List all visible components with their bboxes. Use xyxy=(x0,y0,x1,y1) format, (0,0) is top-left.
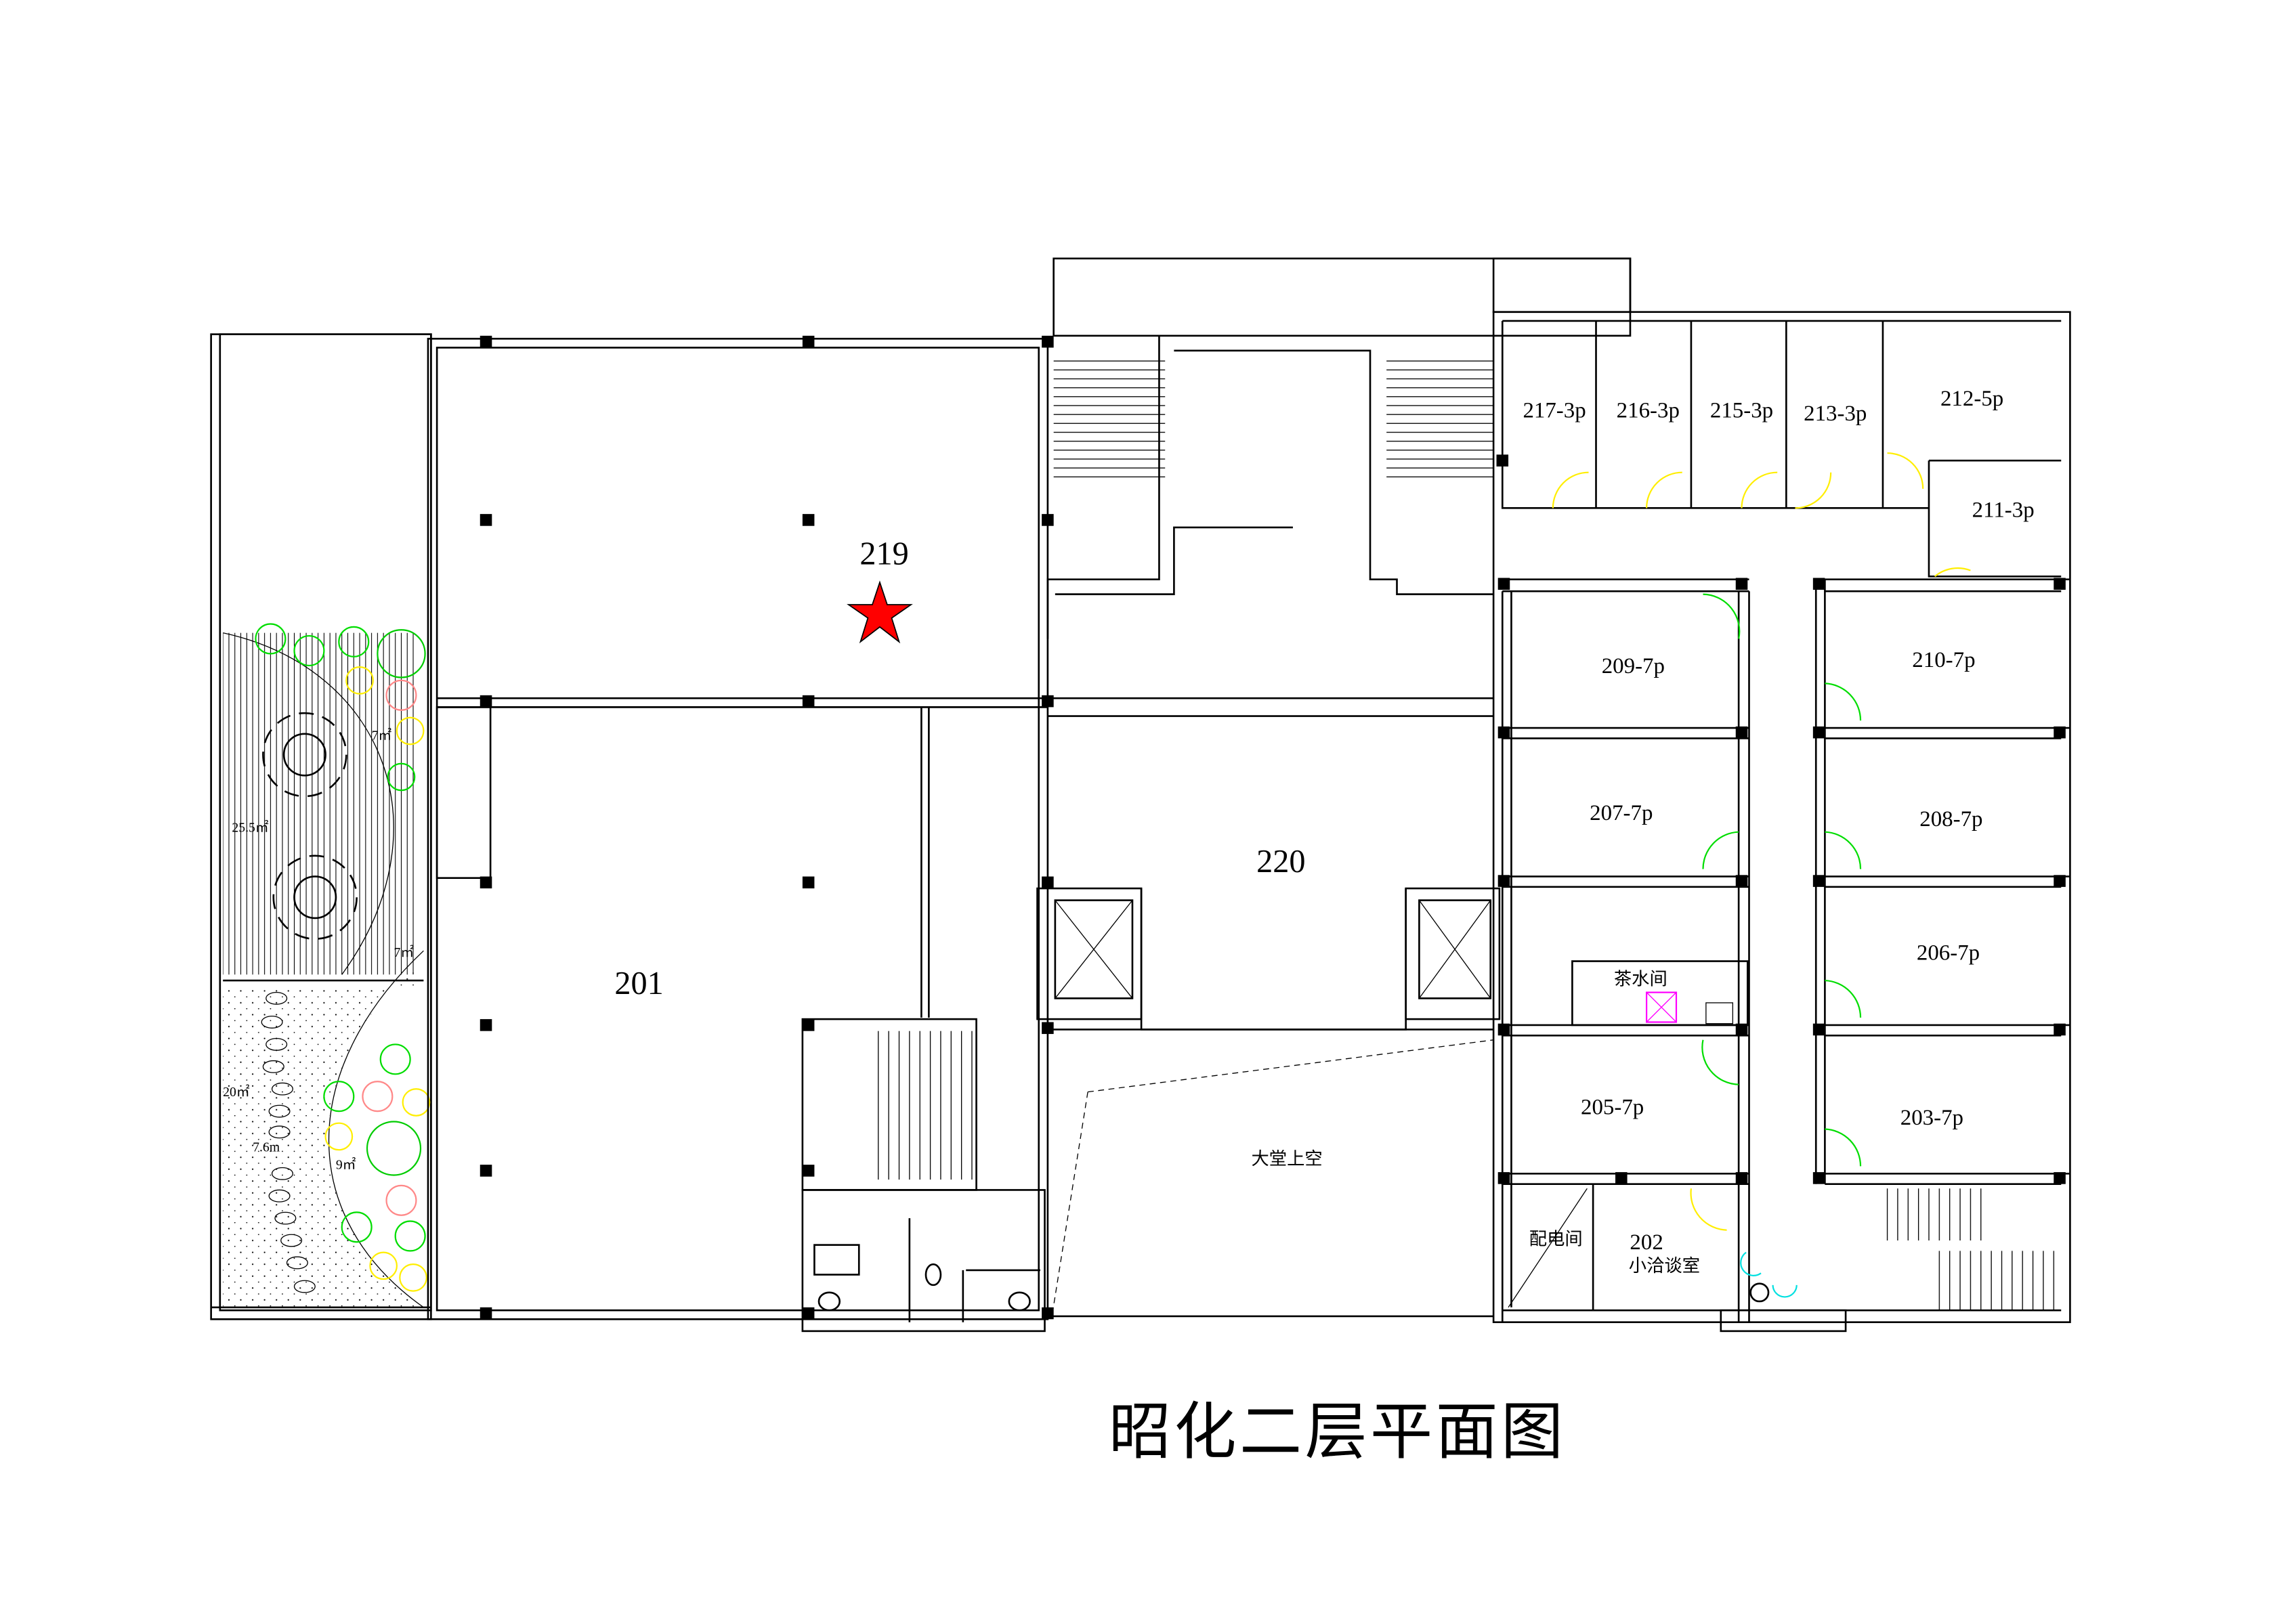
walls xyxy=(427,257,2071,1333)
room-name: 茶水间 xyxy=(1614,970,1667,989)
room-name: 大堂上空 xyxy=(1252,1149,1323,1169)
room-label: 206-7p xyxy=(1917,940,1980,965)
room-label: 205-7p xyxy=(1581,1096,1644,1120)
room-labels: 219 201 220 217-3p 216-3p 215-3p 213-3p … xyxy=(614,387,2034,1276)
garden-area-label: 9㎡ xyxy=(336,1157,356,1173)
stepping-stones xyxy=(261,991,316,1293)
room-label: 209-7p xyxy=(1602,654,1665,678)
doors xyxy=(1552,452,1971,1231)
garden-area-label: 7㎡ xyxy=(394,945,414,960)
room-label: 210-7p xyxy=(1912,648,1975,672)
room-label: 212-5p xyxy=(1940,387,2003,411)
red-star-icon xyxy=(847,580,913,644)
room-label: 217-3p xyxy=(1523,399,1586,423)
room-label: 201 xyxy=(614,966,663,1001)
plant-icons xyxy=(255,623,431,1292)
garden-area-label: 7.6m xyxy=(253,1140,280,1154)
plan-title: 昭化二层平面图 xyxy=(1109,1398,1567,1467)
room-label: 215-3p xyxy=(1710,399,1773,423)
structural-columns xyxy=(480,335,2066,1320)
room-label: 202 xyxy=(1630,1230,1663,1255)
room-name: 小洽谈室 xyxy=(1629,1256,1700,1276)
garden-area-label: 7㎡ xyxy=(372,728,392,743)
room-label: 208-7p xyxy=(1919,807,1982,831)
garden-area-label: 25.5㎡ xyxy=(232,820,269,836)
room-label: 216-3p xyxy=(1617,399,1680,423)
room-name: 配电间 xyxy=(1529,1230,1583,1249)
room-label: 213-3p xyxy=(1804,402,1867,426)
room-label: 219 xyxy=(859,536,908,572)
room-label: 203-7p xyxy=(1900,1106,1963,1130)
room-label: 207-7p xyxy=(1590,801,1653,825)
room-label: 211-3p xyxy=(1972,498,2035,523)
room-label: 220 xyxy=(1256,844,1305,880)
garden-area: 25.5㎡ 7㎡ 7㎡ 20㎡ 7.6m 9㎡ xyxy=(210,333,432,1320)
garden-area-label: 20㎡ xyxy=(223,1084,250,1100)
outdoor-table-icon xyxy=(262,712,358,940)
